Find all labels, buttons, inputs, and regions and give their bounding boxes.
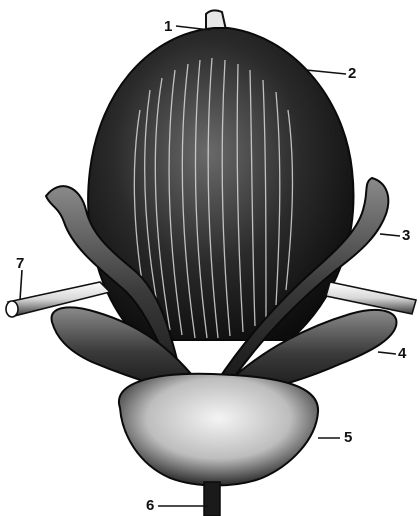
- label-4-leader: [378, 352, 396, 354]
- label-2: 2: [348, 65, 356, 82]
- label-7: 7: [16, 255, 24, 272]
- label-1-leader: [176, 26, 210, 30]
- left-ureter-opening: [6, 301, 18, 317]
- label-3: 3: [402, 227, 410, 244]
- label-4: 4: [398, 345, 407, 362]
- label-6: 6: [146, 497, 154, 514]
- urethra: [204, 482, 220, 516]
- label-3-leader: [380, 234, 400, 236]
- label-2-leader: [306, 70, 346, 74]
- label-5: 5: [344, 429, 352, 446]
- prostate: [119, 374, 318, 486]
- label-7-leader: [20, 270, 22, 300]
- label-1: 1: [164, 18, 172, 35]
